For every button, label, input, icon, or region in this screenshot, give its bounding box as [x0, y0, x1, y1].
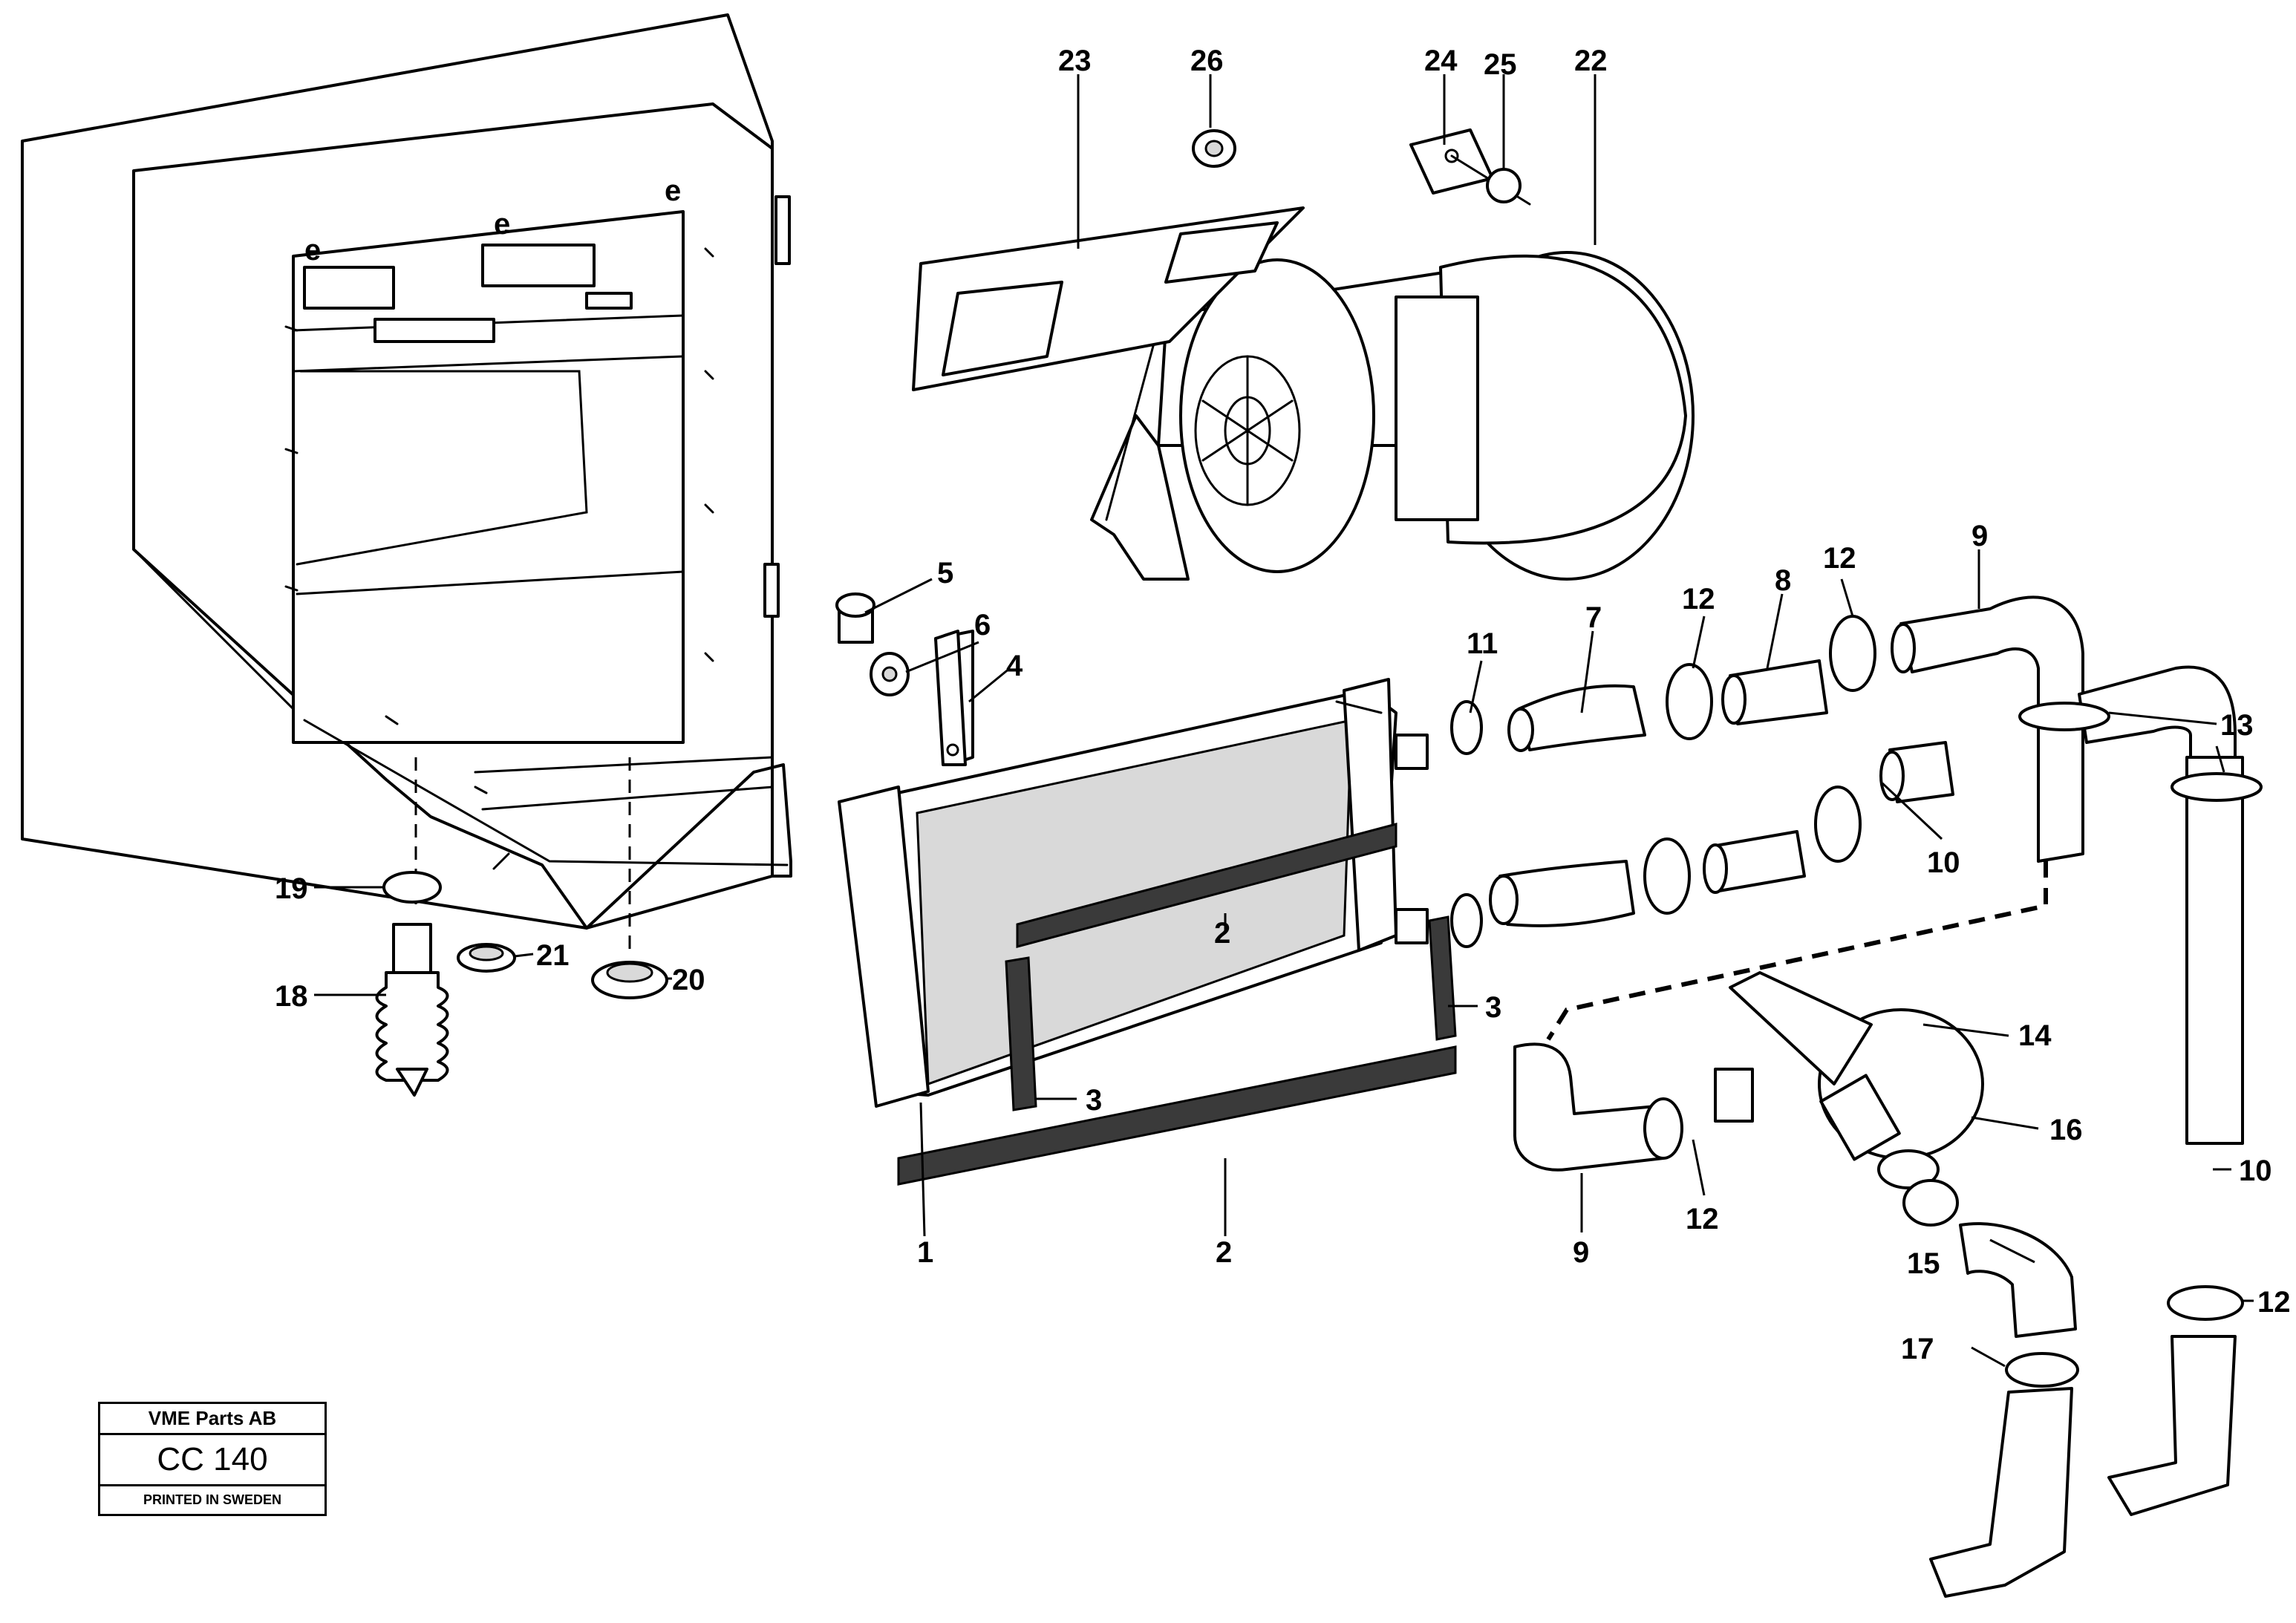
callout-18: 18 — [275, 980, 308, 1013]
callout-19: 19 — [275, 872, 308, 905]
callout-3-right: 3 — [1485, 991, 1501, 1024]
callout-9-upper: 9 — [1972, 520, 1988, 552]
callout-12-lower-b: 12 — [2257, 1286, 2291, 1319]
seal-strips — [897, 823, 1457, 1186]
callout-labels: 23 26 24 25 22 5 6 4 11 7 12 8 12 9 13 1… — [275, 45, 2291, 1365]
callout-12-upper-b: 12 — [1823, 542, 1856, 575]
callout-21: 21 — [536, 939, 570, 972]
callout-10-upper: 10 — [1927, 846, 1960, 879]
callout-11: 11 — [1467, 627, 1498, 660]
heater-housing: e e e — [21, 13, 792, 930]
callout-10-lower: 10 — [2239, 1155, 2272, 1187]
callout-16: 16 — [2049, 1114, 2083, 1146]
callout-5: 5 — [937, 557, 953, 590]
callout-7: 7 — [1585, 601, 1602, 634]
leader-lines — [314, 74, 2254, 1368]
svg-text:e: e — [665, 174, 681, 207]
diagram-code: CC 140 — [100, 1435, 324, 1486]
blower-unit — [1090, 251, 1695, 581]
callout-4: 4 — [1006, 650, 1023, 682]
callout-12-upper-a: 12 — [1682, 583, 1715, 615]
callout-9-lower: 9 — [1573, 1236, 1589, 1269]
callout-14: 14 — [2018, 1019, 2052, 1052]
callout-15: 15 — [1907, 1247, 1940, 1280]
filter-frame — [912, 206, 1305, 391]
callout-20: 20 — [672, 964, 705, 996]
callout-23: 23 — [1058, 45, 1092, 77]
grommets — [457, 757, 668, 999]
callout-25: 25 — [1484, 48, 1517, 81]
callout-2-lower: 2 — [1216, 1236, 1232, 1269]
title-block: VME Parts AB CC 140 PRINTED IN SWEDEN — [98, 1402, 327, 1516]
callout-2-upper: 2 — [1214, 917, 1230, 950]
drain-valve-assembly — [375, 757, 449, 1097]
printed-note: PRINTED IN SWEDEN — [143, 1492, 281, 1507]
water-pump-assembly — [1513, 971, 2244, 1598]
bracket-bolt-washer — [835, 592, 974, 766]
callout-6: 6 — [974, 609, 991, 641]
callout-8: 8 — [1775, 564, 1791, 597]
svg-text:e: e — [304, 234, 321, 267]
callout-12-lower-a: 12 — [1686, 1203, 1719, 1235]
callout-26: 26 — [1190, 45, 1224, 77]
callout-3-left: 3 — [1086, 1084, 1102, 1117]
callout-22: 22 — [1574, 45, 1608, 77]
upper-hose-line — [1450, 595, 2263, 1145]
callout-17: 17 — [1901, 1333, 1934, 1365]
callout-13: 13 — [2220, 709, 2254, 742]
company-name: VME Parts AB — [100, 1404, 324, 1435]
svg-text:e: e — [494, 208, 510, 241]
callout-1: 1 — [917, 1236, 933, 1269]
lower-hose-line — [1450, 741, 1954, 948]
callout-24: 24 — [1424, 45, 1458, 77]
clip-nut-washer — [1192, 128, 1531, 206]
